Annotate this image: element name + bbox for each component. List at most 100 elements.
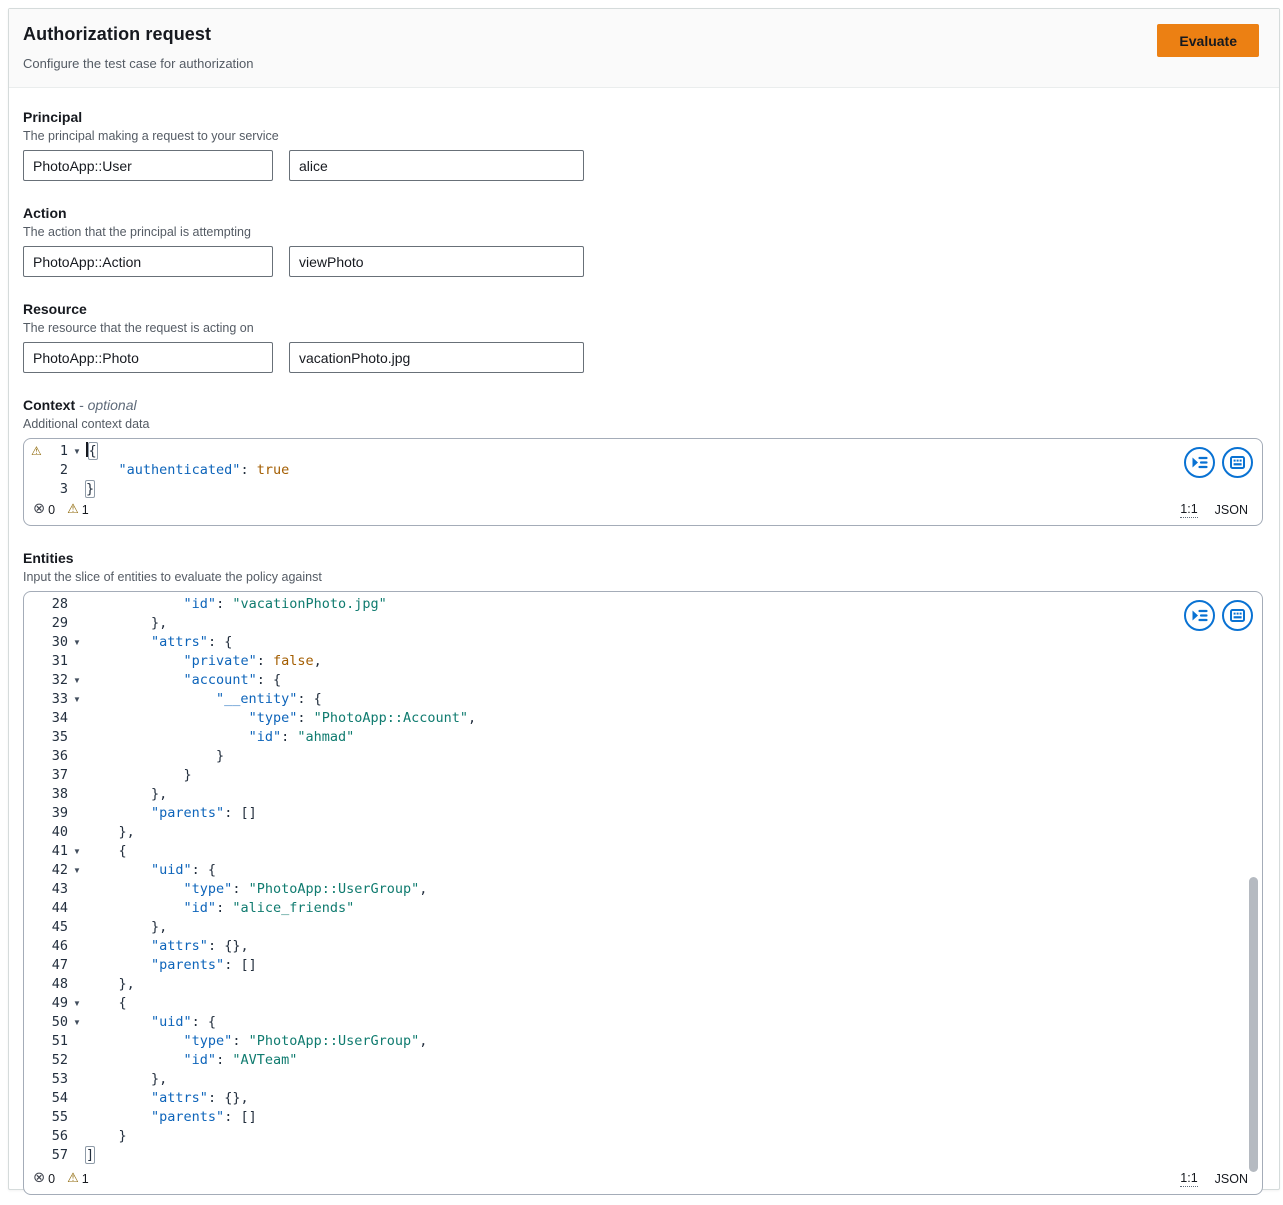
code-line[interactable]: 29 }, <box>24 614 1262 633</box>
fold-toggle-icon[interactable]: ▼ <box>73 847 81 856</box>
code-line[interactable]: 40 }, <box>24 823 1262 842</box>
line-number: 51 <box>51 1033 68 1049</box>
language-label: JSON <box>1214 1171 1248 1186</box>
fold-toggle-icon[interactable]: ▼ <box>73 1018 81 1027</box>
code-text: }, <box>86 786 168 802</box>
line-number: 45 <box>51 919 68 935</box>
code-line[interactable]: 43 "type": "PhotoApp::UserGroup", <box>24 880 1262 899</box>
code-line[interactable]: 34 "type": "PhotoApp::Account", <box>24 709 1262 728</box>
code-line[interactable]: 2 "authenticated": true <box>24 461 1262 480</box>
code-line[interactable]: 36 } <box>24 747 1262 766</box>
code-line[interactable]: 33▼ "__entity": { <box>24 690 1262 709</box>
code-text: } <box>86 748 225 764</box>
code-line[interactable]: 38 }, <box>24 785 1262 804</box>
code-line[interactable]: ⚠ 1 ▼ { <box>24 442 1262 461</box>
resource-type-input[interactable] <box>23 342 273 373</box>
code-text: { <box>86 442 1262 461</box>
code-line[interactable]: 37 } <box>24 766 1262 785</box>
code-text: "type": "PhotoApp::Account", <box>248 710 477 726</box>
code-line[interactable]: 54 "attrs": {}, <box>24 1089 1262 1108</box>
entities-label: Entities <box>23 550 74 566</box>
fold-spacer <box>68 1070 86 1089</box>
code-line[interactable]: 48 }, <box>24 975 1262 994</box>
code-line[interactable]: 49▼ { <box>24 994 1262 1013</box>
principal-label: Principal <box>23 109 83 125</box>
code-line[interactable]: 44 "id": "alice_friends" <box>24 899 1262 918</box>
code-line[interactable]: 55 "parents": [] <box>24 1108 1262 1127</box>
code-line[interactable]: 56 } <box>24 1127 1262 1146</box>
code-line[interactable]: 42▼ "uid": { <box>24 861 1262 880</box>
code-line[interactable]: 57] <box>24 1146 1262 1165</box>
resource-id-input[interactable] <box>289 342 584 373</box>
fold-spacer <box>68 652 86 671</box>
code-text: } <box>85 480 96 498</box>
line-number: 31 <box>51 653 68 669</box>
scrollbar[interactable] <box>1249 877 1258 1172</box>
code-line[interactable]: 45 }, <box>24 918 1262 937</box>
line-number: 38 <box>51 786 68 802</box>
editor-preferences-button[interactable] <box>1222 600 1253 631</box>
code-line[interactable]: 31 "private": false, <box>24 652 1262 671</box>
fold-toggle-icon[interactable]: ▼ <box>73 676 81 685</box>
action-description: The action that the principal is attempt… <box>23 225 251 239</box>
format-code-button[interactable] <box>1184 600 1215 631</box>
line-number: 29 <box>51 615 68 631</box>
code-line[interactable]: 30▼ "attrs": { <box>24 633 1262 652</box>
line-number: 2 <box>59 462 68 478</box>
code-text: }, <box>86 976 135 992</box>
line-number: 3 <box>59 481 68 497</box>
code-line[interactable]: 53 }, <box>24 1070 1262 1089</box>
evaluate-button[interactable]: Evaluate <box>1157 24 1259 57</box>
resource-section: Resource The resource that the request i… <box>23 301 1263 373</box>
code-text: } <box>86 1128 127 1144</box>
code-line[interactable]: 35 "id": "ahmad" <box>24 728 1262 747</box>
code-line[interactable]: 28 "id": "vacationPhoto.jpg" <box>24 595 1262 614</box>
action-id-input[interactable] <box>289 246 584 277</box>
fold-toggle-icon[interactable]: ▼ <box>73 638 81 647</box>
fold-spacer <box>68 1146 86 1165</box>
fold-toggle-icon[interactable]: ▼ <box>73 695 81 704</box>
line-number: 1 <box>59 443 68 459</box>
code-line[interactable]: 46 "attrs": {}, <box>24 937 1262 956</box>
line-number: 42 <box>51 862 68 878</box>
line-number: 33 <box>51 691 68 707</box>
panel-body: Principal The principal making a request… <box>9 88 1279 1195</box>
cursor-position[interactable]: 1:1 <box>1180 501 1198 518</box>
code-line[interactable]: 47 "parents": [] <box>24 956 1262 975</box>
code-line[interactable]: 41▼ { <box>24 842 1262 861</box>
fold-spacer <box>68 480 86 499</box>
code-text: { <box>86 843 127 859</box>
action-type-input[interactable] <box>23 246 273 277</box>
line-number: 54 <box>51 1090 68 1106</box>
line-warning-icon: ⚠ <box>31 444 42 458</box>
code-line[interactable]: 51 "type": "PhotoApp::UserGroup", <box>24 1032 1262 1051</box>
cursor-position[interactable]: 1:1 <box>1180 1170 1198 1187</box>
code-line[interactable]: 39 "parents": [] <box>24 804 1262 823</box>
code-line[interactable]: 52 "id": "AVTeam" <box>24 1051 1262 1070</box>
fold-toggle-icon[interactable]: ▼ <box>73 999 81 1008</box>
code-line[interactable]: 32▼ "account": { <box>24 671 1262 690</box>
error-count: ⊗ 0 <box>33 1170 56 1187</box>
code-line[interactable]: 3} <box>24 480 1262 499</box>
principal-id-input[interactable] <box>289 150 584 181</box>
code-text: "id": "ahmad" <box>248 729 355 745</box>
line-number: 46 <box>51 938 68 954</box>
principal-type-input[interactable] <box>23 150 273 181</box>
page-subtitle: Configure the test case for authorizatio… <box>23 56 254 71</box>
panel-header: Authorization request Configure the test… <box>9 9 1279 88</box>
context-description: Additional context data <box>23 417 150 431</box>
keyboard-icon <box>1230 456 1245 469</box>
fold-toggle-icon[interactable]: ▼ <box>73 447 81 456</box>
fold-spacer <box>68 1051 86 1070</box>
principal-section: Principal The principal making a request… <box>23 109 1263 181</box>
code-text: }, <box>86 824 135 840</box>
fold-spacer <box>68 823 86 842</box>
code-line[interactable]: 50▼ "uid": { <box>24 1013 1262 1032</box>
line-number: 40 <box>51 824 68 840</box>
fold-toggle-icon[interactable]: ▼ <box>73 866 81 875</box>
entities-code-editor[interactable]: 28 "id": "vacationPhoto.jpg"29 },30▼ "at… <box>23 591 1263 1195</box>
format-code-button[interactable] <box>1184 447 1215 478</box>
editor-preferences-button[interactable] <box>1222 447 1253 478</box>
